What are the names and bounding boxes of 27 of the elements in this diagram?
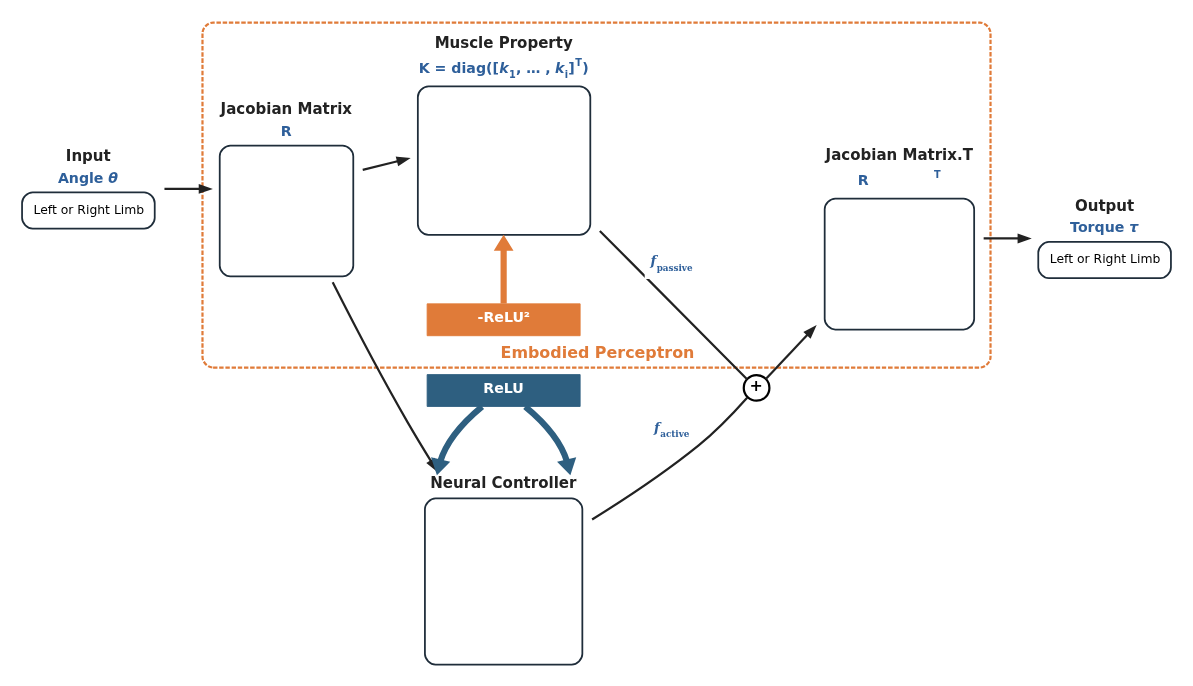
node-label: Angle θ (57, 169, 119, 186)
arrow (765, 324, 817, 380)
arrow (523, 404, 577, 476)
node-label: Muscle Property (434, 33, 573, 52)
node-box (218, 144, 355, 278)
node-label: Output (1074, 196, 1135, 215)
node-label: Jacobian Matrix.T (825, 146, 973, 165)
node-circle: + (742, 373, 771, 402)
node-label: Jacobian Matrix (220, 100, 352, 119)
node-box (416, 85, 592, 236)
node-box (823, 197, 976, 331)
node-box: ReLU (426, 374, 581, 407)
arrow (362, 156, 411, 171)
node-box (424, 497, 584, 666)
node-label: Torque τ (1070, 219, 1139, 236)
arrow (431, 404, 485, 476)
node-label: R (280, 122, 292, 139)
node-label: Neural Controller (430, 474, 577, 493)
arrow (493, 234, 514, 304)
connector (599, 230, 748, 380)
node-box: Left or Right Limb (21, 191, 156, 230)
node-box: -ReLU² (426, 303, 581, 337)
node-label: Input (65, 147, 111, 166)
arrow (983, 233, 1032, 244)
connector (591, 396, 749, 521)
arrow (164, 183, 213, 194)
node-box: Left or Right Limb (1037, 241, 1172, 280)
